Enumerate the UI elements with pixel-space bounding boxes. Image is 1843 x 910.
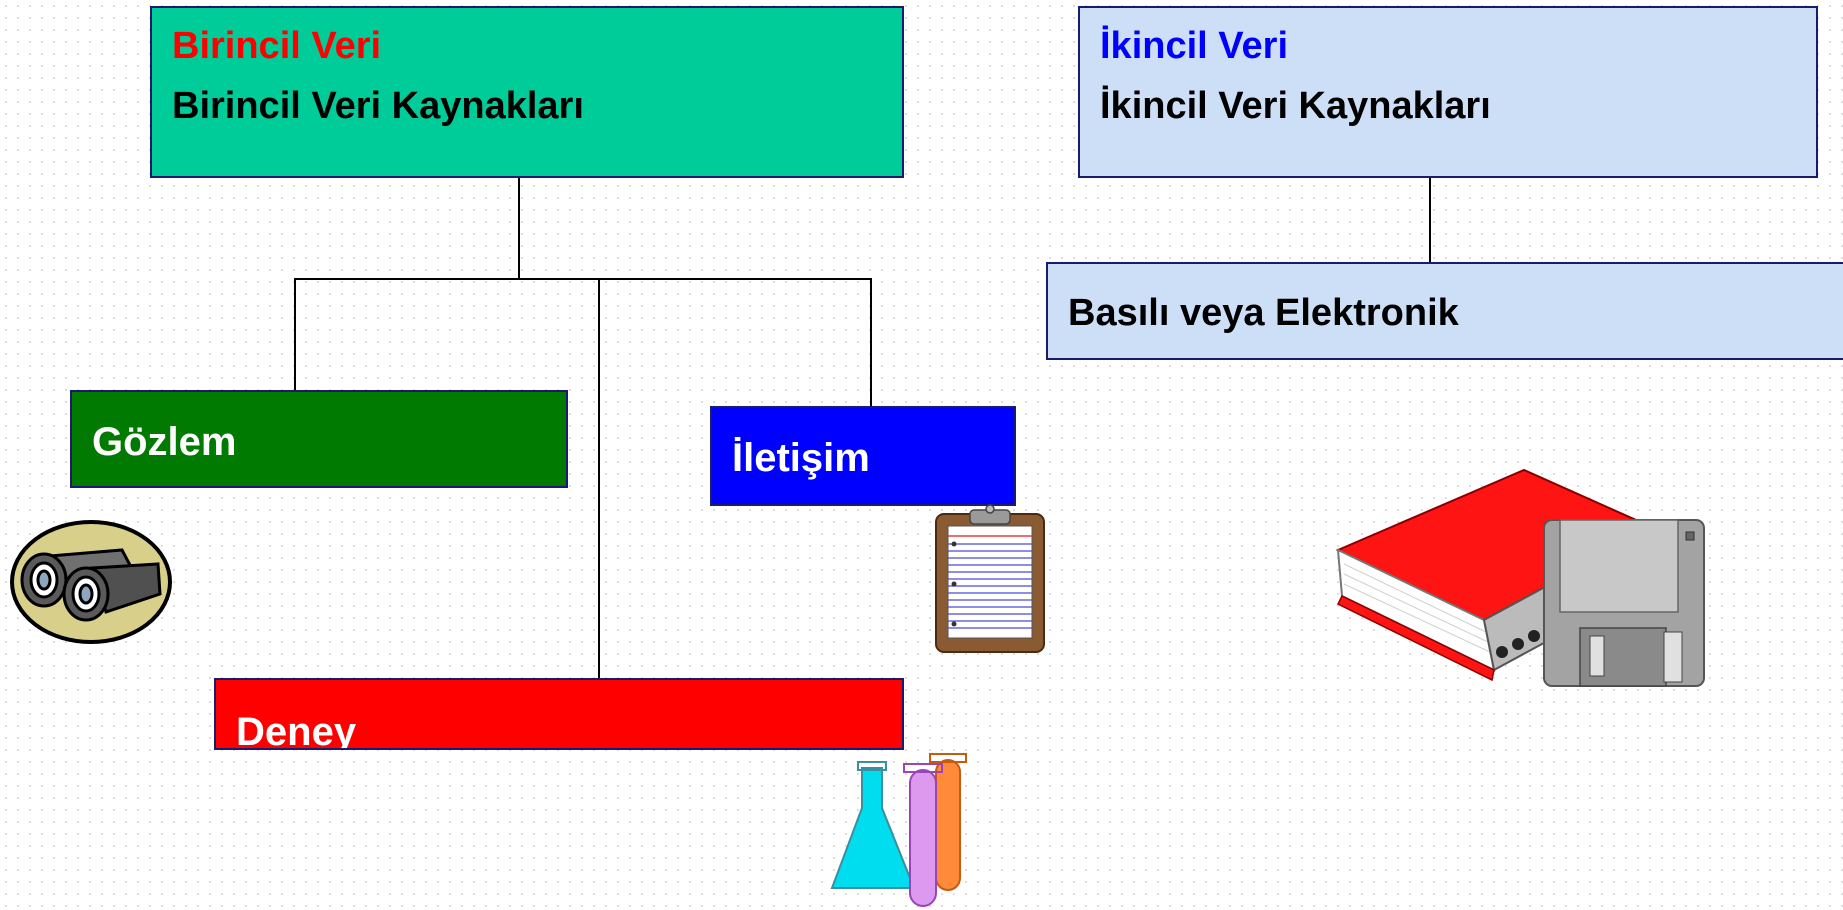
connector-line: [518, 176, 520, 280]
printed-electronic-label: Basılı veya Elektronik: [1068, 292, 1459, 334]
experiment-label: Deney: [236, 710, 357, 750]
observation-label: Gözlem: [92, 420, 237, 464]
communication-label: İletişim: [732, 436, 870, 480]
secondary-data-subheading: İkincil Veri Kaynakları: [1100, 85, 1491, 127]
printed-electronic-box: Basılı veya Elektronik: [1046, 262, 1843, 360]
observation-box: Gözlem: [70, 390, 568, 488]
test-tubes-icon: [830, 753, 967, 907]
book-and-floppy-icon: [1335, 468, 1705, 687]
connector-line: [294, 278, 872, 280]
connector-line: [598, 278, 600, 678]
primary-data-subheading: Birincil Veri Kaynakları: [172, 85, 584, 127]
secondary-data-heading: İkincil Veri: [1100, 25, 1288, 67]
connector-line: [1429, 176, 1431, 262]
primary-data-box: Birincil Veri Birincil Veri Kaynakları: [150, 6, 904, 178]
binoculars-icon: [10, 520, 172, 644]
secondary-data-box: İkincil Veri İkincil Veri Kaynakları: [1078, 6, 1818, 178]
clipboard-icon: [935, 504, 1045, 653]
communication-box: İletişim: [710, 406, 1016, 506]
primary-data-heading: Birincil Veri: [172, 25, 382, 67]
experiment-box: Deney: [214, 678, 904, 750]
connector-line: [870, 278, 872, 406]
connector-line: [294, 278, 296, 390]
